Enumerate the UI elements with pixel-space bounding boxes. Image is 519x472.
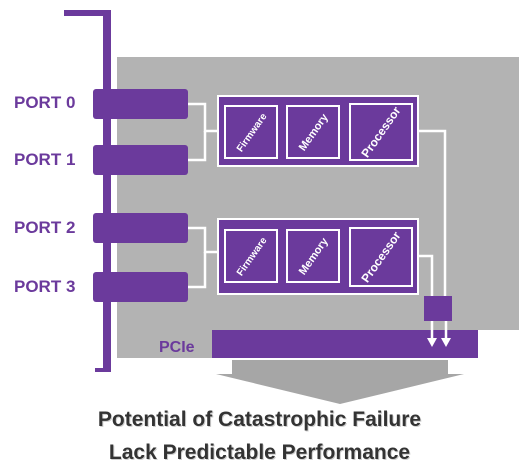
- port-3-label: PORT 3: [14, 277, 76, 296]
- port-1-connector: [93, 145, 188, 175]
- caption-line-2: Lack Predictable Performance: [108, 441, 411, 464]
- port-3-connector: [93, 272, 188, 302]
- port-2-label: PORT 2: [14, 218, 76, 237]
- port-2-connector: [93, 213, 188, 243]
- port-0-connector: [93, 89, 188, 119]
- pcie-edge-connector: [212, 330, 478, 358]
- processor-chip-top: [349, 103, 413, 161]
- port-0-label: PORT 0: [14, 93, 76, 112]
- firmware-chip-bottom: [224, 229, 278, 283]
- firmware-chip-top: [224, 105, 278, 159]
- bridge-chip: [424, 296, 452, 321]
- mounting-bracket: [64, 10, 111, 372]
- caption-line-1: Potential of Catastrophic Failure: [97, 408, 422, 431]
- port-1-label: PORT 1: [14, 150, 76, 169]
- bridge-traces: [418, 129, 447, 300]
- result-arrow: [216, 360, 464, 404]
- processor-chip-bottom: [349, 227, 413, 287]
- pcie-label: PCIe: [159, 339, 195, 356]
- bridge-to-pcie-arrows: [427, 321, 451, 347]
- memory-chip-bottom: [286, 229, 340, 283]
- port-traces: [188, 102, 218, 289]
- memory-chip-top: [286, 105, 340, 159]
